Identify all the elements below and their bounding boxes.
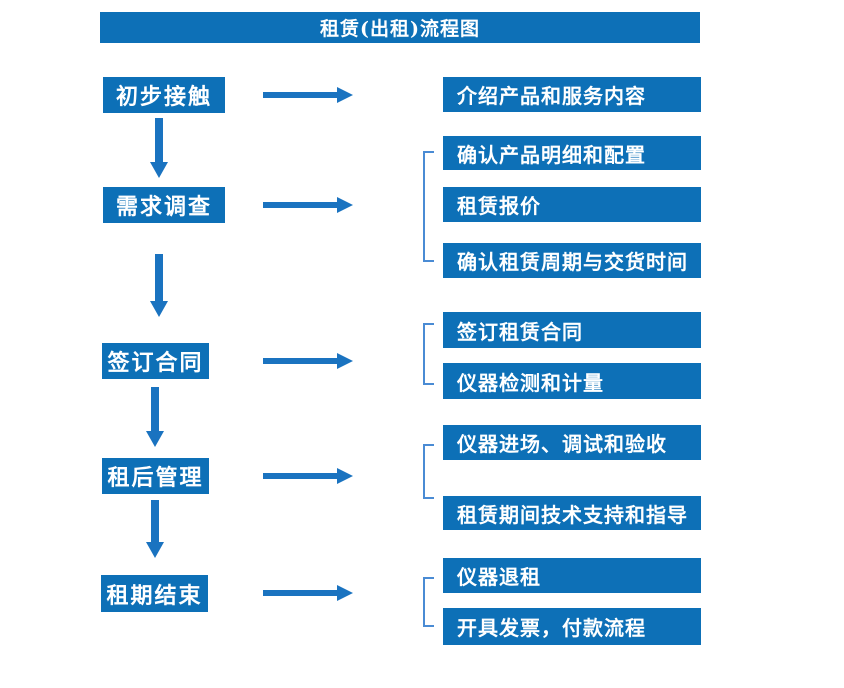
detail-box-sign-rental-contract: 签订租赁合同 [443, 312, 701, 348]
arrow-head-right-icon [337, 87, 353, 103]
arrow-shaft [263, 358, 338, 364]
detail-box-instrument-testing: 仪器检测和计量 [443, 363, 701, 399]
detail-box-introduce-products: 介绍产品和服务内容 [443, 77, 701, 112]
step-box-needs-survey: 需求调查 [103, 187, 225, 223]
flow-down-arrow-3 [146, 387, 164, 447]
arrow-shaft [263, 590, 338, 596]
arrow-head-right-icon [337, 353, 353, 369]
arrow-head-down-icon [146, 542, 164, 558]
detail-box-tech-support: 租赁期间技术支持和指导 [443, 496, 701, 530]
bracket-group-post-rental [423, 444, 434, 499]
arrow-head-down-icon [150, 301, 168, 317]
step-box-sign-contract: 签订合同 [102, 343, 209, 379]
flow-right-arrow-5 [263, 585, 353, 601]
flow-down-arrow-1 [150, 118, 168, 178]
flow-right-arrow-2 [263, 197, 353, 213]
step-box-initial-contact: 初步接触 [103, 77, 225, 113]
detail-box-confirm-period-delivery: 确认租赁周期与交货时间 [443, 243, 701, 278]
arrow-head-right-icon [337, 468, 353, 484]
bracket-group-sign-contract [423, 323, 434, 385]
detail-box-invoice-payment: 开具发票，付款流程 [443, 608, 701, 645]
bracket-group-needs-survey [423, 151, 434, 262]
flow-right-arrow-3 [263, 353, 353, 369]
detail-box-instrument-setup-acceptance: 仪器进场、调试和验收 [443, 425, 701, 460]
detail-box-confirm-product-config: 确认产品明细和配置 [443, 136, 701, 170]
arrow-head-right-icon [337, 585, 353, 601]
step-box-post-rental-management: 租后管理 [102, 458, 209, 494]
flowchart-title: 租赁(出租)流程图 [100, 12, 700, 43]
arrow-head-down-icon [150, 162, 168, 178]
bracket-group-rental-end [423, 577, 434, 627]
flow-down-arrow-4 [146, 500, 164, 558]
detail-box-rental-quote: 租赁报价 [443, 187, 701, 222]
arrow-shaft [263, 92, 338, 98]
step-box-rental-end: 租期结束 [101, 575, 208, 612]
arrow-shaft [155, 118, 163, 163]
detail-box-instrument-return: 仪器退租 [443, 558, 701, 593]
arrow-shaft [151, 387, 159, 432]
arrow-shaft [263, 202, 338, 208]
arrow-shaft [151, 500, 159, 543]
arrow-shaft [155, 254, 163, 302]
flow-right-arrow-1 [263, 87, 353, 103]
arrow-head-down-icon [146, 431, 164, 447]
arrow-shaft [263, 473, 338, 479]
flow-right-arrow-4 [263, 468, 353, 484]
flow-down-arrow-2 [150, 254, 168, 317]
arrow-head-right-icon [337, 197, 353, 213]
